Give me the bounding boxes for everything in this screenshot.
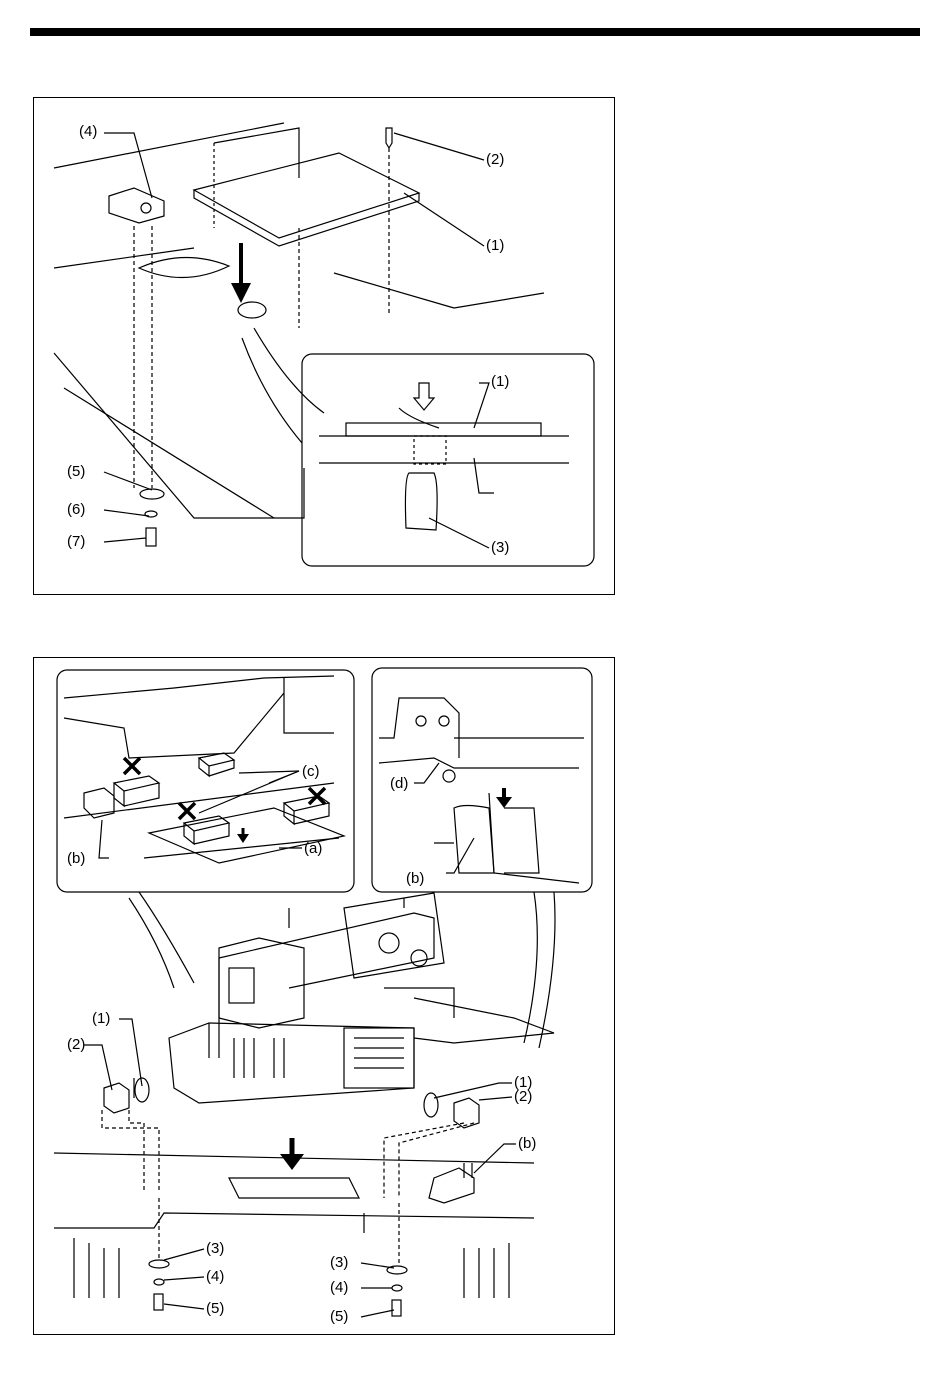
callout-2: (2) <box>486 151 504 168</box>
figure-2-frame: (c) (a) (b) (d) (b) (1) (2) (1) (2) (b) … <box>33 657 615 1335</box>
callout-1: (1) <box>486 237 504 254</box>
figure-1-frame: (4) (2) (1) (1) (3) (5) (6) (7) <box>33 97 615 595</box>
callout-5: (5) <box>67 463 85 480</box>
callout-b-table: (b) <box>518 1135 536 1152</box>
callout-4: (4) <box>79 123 97 140</box>
callout-2-left: (2) <box>67 1036 85 1053</box>
callout-3: (3) <box>491 539 509 556</box>
callout-a: (a) <box>304 840 322 857</box>
callout-4-right: (4) <box>330 1279 348 1296</box>
callout-4-left: (4) <box>206 1268 224 1285</box>
callout-3-right: (3) <box>330 1254 348 1271</box>
callout-2-right: (2) <box>514 1088 532 1105</box>
callout-7: (7) <box>67 533 85 550</box>
callout-5-left: (5) <box>206 1300 224 1317</box>
callout-6: (6) <box>67 501 85 518</box>
figure-1-illustration: (4) (2) (1) (1) (3) (5) (6) (7) <box>34 98 614 594</box>
callout-b-inset: (b) <box>67 850 85 867</box>
callout-3-left: (3) <box>206 1240 224 1257</box>
callout-c: (c) <box>302 763 320 780</box>
figure-2-illustration: (c) (a) (b) (d) (b) (1) (2) (1) (2) (b) … <box>34 658 614 1334</box>
callout-b-right: (b) <box>406 870 424 887</box>
header-rule <box>30 28 920 36</box>
callout-5-right: (5) <box>330 1308 348 1325</box>
callout-d: (d) <box>390 775 408 792</box>
callout-1-left: (1) <box>92 1010 110 1027</box>
callout-1-inset: (1) <box>491 373 509 390</box>
